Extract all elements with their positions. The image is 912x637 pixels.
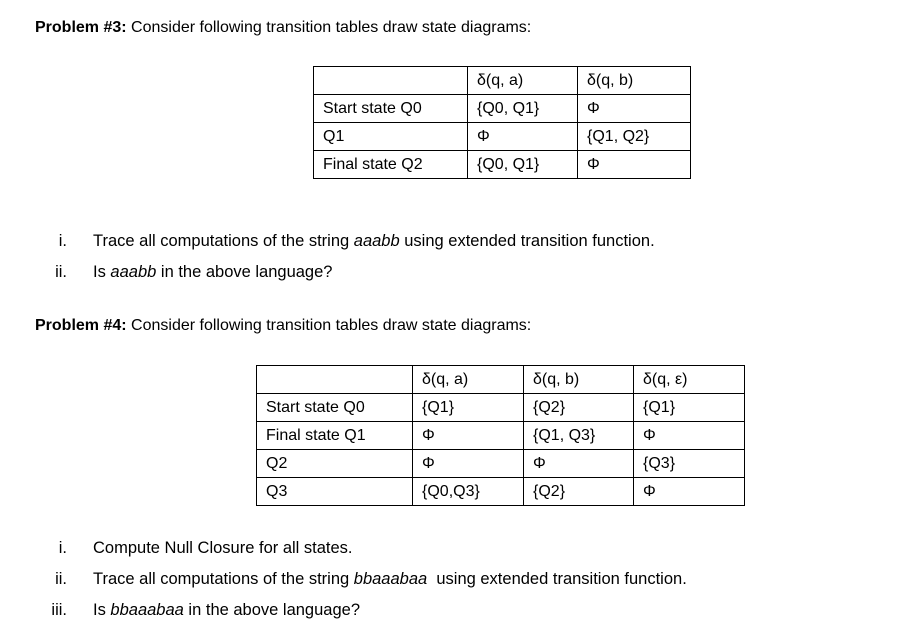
table-cell: {Q1}: [633, 393, 745, 422]
list-text-emphasis: aaabb: [353, 232, 400, 250]
table-row: Start state Q0 {Q1} {Q2} {Q1}: [256, 393, 745, 422]
table-cell: Φ: [577, 94, 691, 123]
list-text-suffix: in the above language?: [183, 601, 360, 619]
table-row: Q3 {Q0,Q3} {Q2} Φ: [256, 477, 745, 506]
list-text-prefix: Trace all computations of the string: [93, 570, 354, 588]
list-text-emphasis: bbaaabaa: [110, 601, 184, 619]
problem3-item-ii: ii. Is aaabb in the above language?: [35, 261, 332, 284]
table-header-delta-epsilon: δ(q, ε): [633, 365, 745, 394]
table-cell: {Q3}: [633, 449, 745, 478]
table-cell: {Q0, Q1}: [467, 94, 578, 123]
list-text-prefix: Trace all computations of the string: [93, 232, 354, 250]
table-cell: Φ: [523, 449, 634, 478]
table-cell: Φ: [633, 421, 745, 450]
list-text: Is aaabb in the above language?: [93, 261, 332, 284]
table-cell: Φ: [412, 421, 524, 450]
list-number: ii.: [55, 263, 67, 281]
table-row: Q1 Φ {Q1, Q2}: [313, 122, 691, 151]
table-cell: Φ: [577, 150, 691, 179]
table-row: δ(q, a) δ(q, b): [313, 66, 691, 95]
list-text-suffix: using extended transition function.: [427, 570, 687, 588]
list-text: Is bbaaabaa in the above language?: [93, 599, 360, 622]
table-cell: Φ: [467, 122, 578, 151]
problem4-item-iii: iii. Is bbaaabaa in the above language?: [35, 599, 360, 622]
list-number: i.: [58, 539, 67, 557]
list-text: Trace all computations of the string bba…: [93, 568, 687, 591]
table-row: Start state Q0 {Q0, Q1} Φ: [313, 94, 691, 123]
list-number: iii.: [51, 601, 67, 619]
problem4-transition-table: δ(q, a) δ(q, b) δ(q, ε) Start state Q0 {…: [256, 365, 745, 506]
table-state-cell: Final state Q2: [313, 150, 468, 179]
table-state-cell: Q1: [313, 122, 468, 151]
table-state-cell: Start state Q0: [256, 393, 413, 422]
table-cell: {Q0, Q1}: [467, 150, 578, 179]
list-text: Trace all computations of the string aaa…: [93, 230, 655, 253]
list-text-emphasis: aaabb: [110, 263, 157, 281]
table-cell: {Q1, Q3}: [523, 421, 634, 450]
table-corner-cell: [256, 365, 413, 394]
problem3-heading: Problem #3: Consider following transitio…: [35, 16, 531, 39]
table-header-delta-b: δ(q, b): [577, 66, 691, 95]
problem4-heading-label: Problem #4:: [35, 317, 127, 334]
problem3-transition-table: δ(q, a) δ(q, b) Start state Q0 {Q0, Q1} …: [313, 66, 691, 179]
table-cell: {Q1}: [412, 393, 524, 422]
problem4-heading-text: Consider following transition tables dra…: [126, 317, 532, 334]
problem4-item-ii: ii. Trace all computations of the string…: [35, 568, 687, 591]
list-number: i.: [58, 232, 67, 250]
problem3-item-i: i. Trace all computations of the string …: [35, 230, 655, 253]
table-cell: Φ: [412, 449, 524, 478]
table-header-delta-a: δ(q, a): [412, 365, 524, 394]
table-cell: Φ: [633, 477, 745, 506]
table-header-delta-b: δ(q, b): [523, 365, 634, 394]
table-cell: {Q2}: [523, 393, 634, 422]
list-text-prefix: Is: [93, 601, 111, 619]
problem4-heading: Problem #4: Consider following transitio…: [35, 314, 531, 337]
problem3-heading-text: Consider following transition tables dra…: [126, 19, 532, 36]
list-text: Compute Null Closure for all states.: [93, 537, 353, 560]
list-text-prefix: Is: [93, 263, 111, 281]
problem3-heading-label: Problem #3:: [35, 19, 127, 36]
list-text-suffix: using extended transition function.: [399, 232, 655, 250]
table-row: Q2 Φ Φ {Q3}: [256, 449, 745, 478]
list-number: ii.: [55, 570, 67, 588]
list-text-emphasis: bbaaabaa: [353, 570, 428, 588]
table-header-delta-a: δ(q, a): [467, 66, 578, 95]
table-state-cell: Final state Q1: [256, 421, 413, 450]
table-state-cell: Q3: [256, 477, 413, 506]
table-row: Final state Q1 Φ {Q1, Q3} Φ: [256, 421, 745, 450]
list-text-prefix: Compute Null Closure for all states.: [93, 539, 353, 557]
table-cell: {Q0,Q3}: [412, 477, 524, 506]
problem4-item-i: i. Compute Null Closure for all states.: [35, 537, 353, 560]
list-text-suffix: in the above language?: [156, 263, 333, 281]
table-row: δ(q, a) δ(q, b) δ(q, ε): [256, 365, 745, 394]
table-state-cell: Q2: [256, 449, 413, 478]
table-state-cell: Start state Q0: [313, 94, 468, 123]
table-row: Final state Q2 {Q0, Q1} Φ: [313, 150, 691, 179]
table-cell: {Q2}: [523, 477, 634, 506]
table-cell: {Q1, Q2}: [577, 122, 691, 151]
table-corner-cell: [313, 66, 468, 95]
